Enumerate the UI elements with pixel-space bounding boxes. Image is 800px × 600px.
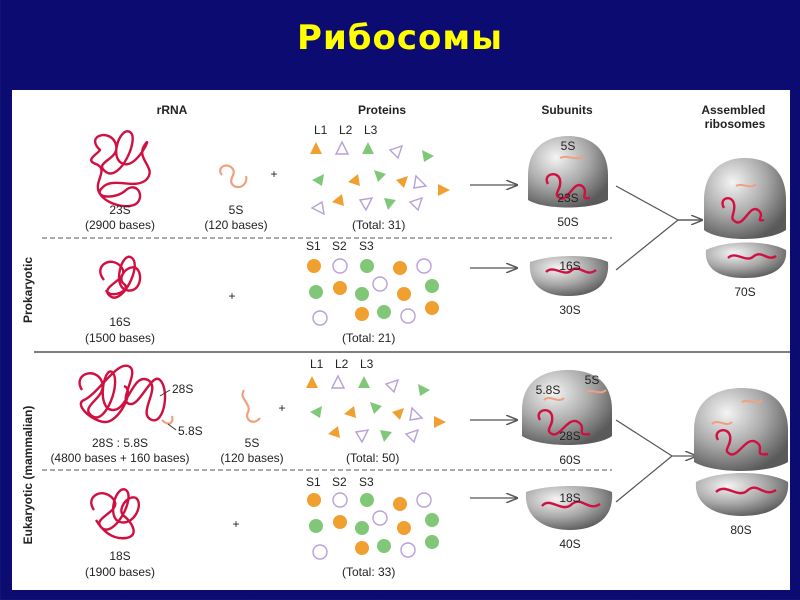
rrna-28s-58s-bases: (4800 bases + 160 bases) bbox=[50, 451, 189, 465]
combine-lines-euk bbox=[615, 419, 673, 503]
protein-circles-euk-small bbox=[307, 492, 439, 560]
ribosome-70s-label: 70S bbox=[734, 285, 755, 299]
subunit-50s bbox=[528, 136, 608, 208]
subunit-50s-23s-label: 23S bbox=[557, 191, 578, 205]
rrna-16s-strand bbox=[99, 255, 142, 299]
protein-label-l3: L3 bbox=[360, 357, 374, 371]
subunit-40s-18s-label: 18S bbox=[559, 491, 580, 505]
protein-label-l1: L1 bbox=[310, 357, 324, 371]
protein-label-s3: S3 bbox=[359, 239, 374, 253]
plus-sign: + bbox=[228, 289, 235, 303]
rrna-5s-prok-strand bbox=[219, 164, 248, 189]
protein-label-l3: L3 bbox=[364, 123, 378, 137]
ribosome-70s bbox=[704, 158, 787, 278]
subunit-50s-name: 50S bbox=[557, 215, 578, 229]
subunit-60s-5s-label: 5S bbox=[585, 373, 600, 387]
side-label-prokaryotic: Prokaryotic bbox=[21, 257, 35, 323]
header-subunits: Subunits bbox=[541, 103, 593, 117]
protein-triangles-prok-large bbox=[310, 140, 450, 216]
plus-sign: + bbox=[232, 517, 239, 531]
ribosome-80s bbox=[694, 388, 789, 516]
protein-label-l2: L2 bbox=[335, 357, 349, 371]
subunit-60s bbox=[522, 370, 612, 445]
header-assembled-line2: ribosomes bbox=[705, 117, 766, 131]
rrna-18s-strand bbox=[90, 488, 141, 540]
rrna-28s-strand bbox=[78, 364, 167, 424]
rrna-58s-callout: 5.8S bbox=[178, 424, 203, 438]
subunit-40s-name: 40S bbox=[559, 537, 580, 551]
header-rrna: rRNA bbox=[157, 103, 188, 117]
rrna-5s-euk-strand bbox=[241, 389, 261, 423]
protein-triangles-euk-large bbox=[306, 374, 446, 444]
header-proteins: Proteins bbox=[358, 103, 406, 117]
rrna-5.8s-strand bbox=[161, 415, 174, 425]
subunit-30s bbox=[529, 256, 609, 296]
callout-line-58s bbox=[167, 423, 177, 431]
protein-circles-prok-small bbox=[307, 258, 439, 326]
rrna-28s-58s-label: 28S : 5.8S bbox=[92, 436, 148, 450]
plus-sign: + bbox=[270, 167, 277, 181]
ribosome-diagram: rRNA Proteins Subunits Assembled ribosom… bbox=[21, 103, 790, 579]
diagram-panel: rRNA Proteins Subunits Assembled ribosom… bbox=[12, 90, 790, 590]
subunit-50s-5s-label: 5S bbox=[561, 139, 576, 153]
header-assembled: Assembled ribosomes bbox=[701, 103, 768, 131]
subunit-60s-name: 60S bbox=[559, 453, 580, 467]
protein-total-prok-large: (Total: 31) bbox=[352, 218, 405, 232]
protein-label-s2: S2 bbox=[332, 239, 347, 253]
side-label-eukaryotic: Eukaryotic (mammalian) bbox=[21, 406, 35, 545]
protein-total-euk-small: (Total: 33) bbox=[342, 565, 395, 579]
protein-label-s1: S1 bbox=[306, 475, 321, 489]
rrna-23s-bases: (2900 bases) bbox=[85, 218, 155, 232]
header-assembled-line1: Assembled bbox=[701, 103, 765, 117]
rrna-16s-label: 16S bbox=[109, 315, 130, 329]
protein-label-l2: L2 bbox=[339, 123, 353, 137]
rrna-18s-label: 18S bbox=[109, 549, 130, 563]
protein-label-s1: S1 bbox=[306, 239, 321, 253]
rrna-5s-euk-bases: (120 bases) bbox=[220, 451, 283, 465]
combine-lines-prok bbox=[615, 185, 702, 271]
rrna-18s-bases: (1900 bases) bbox=[85, 565, 155, 579]
plus-sign: + bbox=[278, 401, 285, 415]
rrna-5s-prok-label: 5S bbox=[229, 203, 244, 217]
rrna-5s-euk-label: 5S bbox=[245, 436, 260, 450]
protein-label-l1: L1 bbox=[314, 123, 328, 137]
ribosome-80s-label: 80S bbox=[730, 523, 751, 537]
rrna-5s-prok-bases: (120 bases) bbox=[204, 218, 267, 232]
rrna-28s-callout: 28S bbox=[172, 382, 193, 396]
rrna-23s-label: 23S bbox=[109, 203, 130, 217]
subunit-30s-16s-label: 16S bbox=[559, 259, 580, 273]
protein-label-s3: S3 bbox=[359, 475, 374, 489]
subunit-60s-58s-label: 5.8S bbox=[536, 383, 561, 397]
slide-title: Рибосомы bbox=[297, 18, 503, 58]
rrna-23s-strand bbox=[90, 130, 151, 208]
subunit-60s-28s-label: 28S bbox=[559, 429, 580, 443]
subunit-40s bbox=[525, 486, 613, 530]
callout-line-28s bbox=[159, 389, 171, 397]
subunit-30s-name: 30S bbox=[559, 303, 580, 317]
protein-label-s2: S2 bbox=[332, 475, 347, 489]
protein-total-prok-small: (Total: 21) bbox=[342, 331, 395, 345]
rrna-16s-bases: (1500 bases) bbox=[85, 331, 155, 345]
protein-total-euk-large: (Total: 50) bbox=[346, 451, 399, 465]
